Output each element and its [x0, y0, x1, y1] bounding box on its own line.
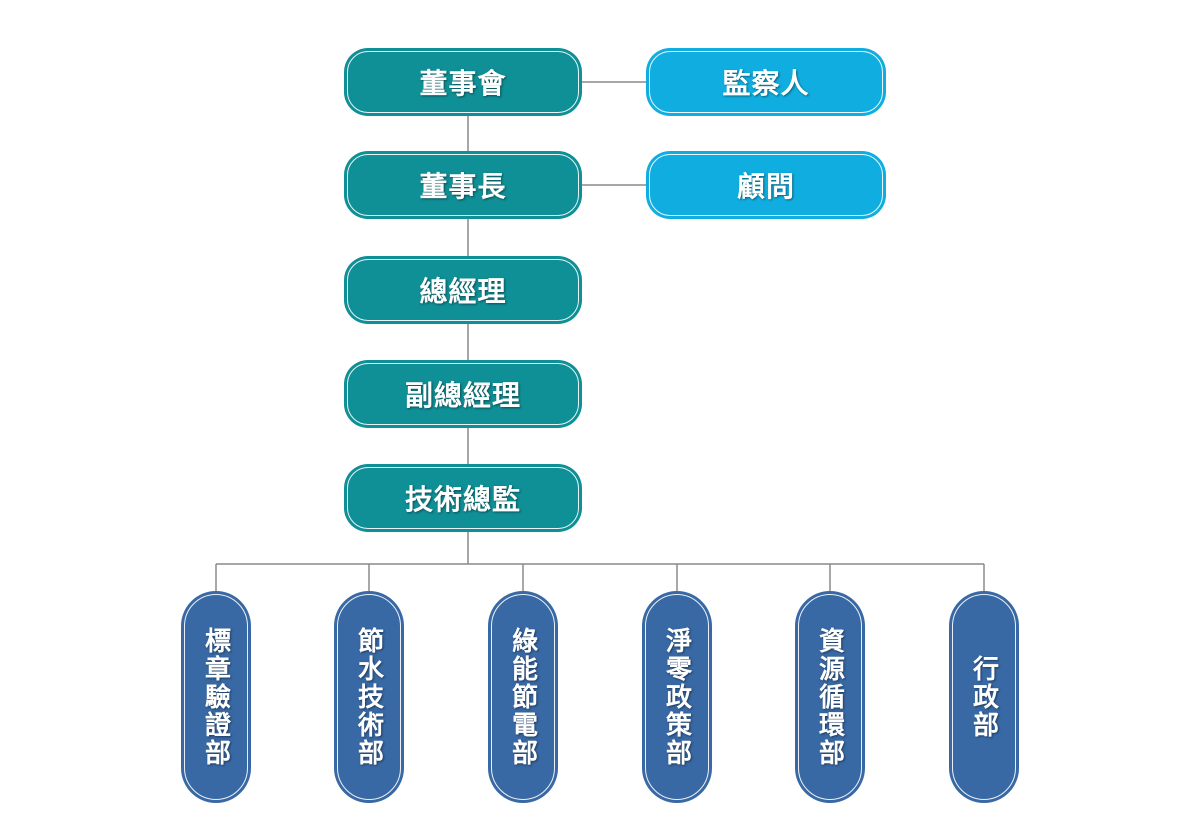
department-label: 資源循環部	[814, 627, 845, 767]
technical-director-label: 技術總監	[404, 483, 521, 516]
department-box-water-saving: 節水技術部	[334, 591, 404, 803]
supervisor-label: 監察人	[722, 67, 810, 100]
technical-director-box: 技術總監	[344, 464, 582, 532]
general-manager-label: 總經理	[419, 275, 507, 308]
supervisor-box: 監察人	[646, 48, 886, 116]
advisor-label: 顧問	[736, 170, 795, 203]
department-box-green-energy: 綠能節電部	[488, 591, 558, 803]
department-box-label-verification: 標章驗證部	[181, 591, 251, 803]
department-label: 節水技術部	[353, 627, 384, 767]
department-label: 淨零政策部	[661, 627, 692, 767]
chairman-box: 董事長	[344, 151, 582, 219]
department-box-administration: 行政部	[949, 591, 1019, 803]
general-manager-box: 總經理	[344, 256, 582, 324]
department-label: 標章驗證部	[200, 627, 231, 767]
board-label: 董事會	[419, 67, 507, 100]
deputy-general-manager-label: 副總經理	[404, 379, 521, 412]
department-box-resource-recycling: 資源循環部	[795, 591, 865, 803]
advisor-box: 顧問	[646, 151, 886, 219]
department-label: 綠能節電部	[507, 627, 538, 767]
board-box: 董事會	[344, 48, 582, 116]
chairman-label: 董事長	[419, 170, 507, 203]
deputy-general-manager-box: 副總經理	[344, 360, 582, 428]
department-box-net-zero-policy: 淨零政策部	[642, 591, 712, 803]
department-label: 行政部	[968, 655, 999, 739]
